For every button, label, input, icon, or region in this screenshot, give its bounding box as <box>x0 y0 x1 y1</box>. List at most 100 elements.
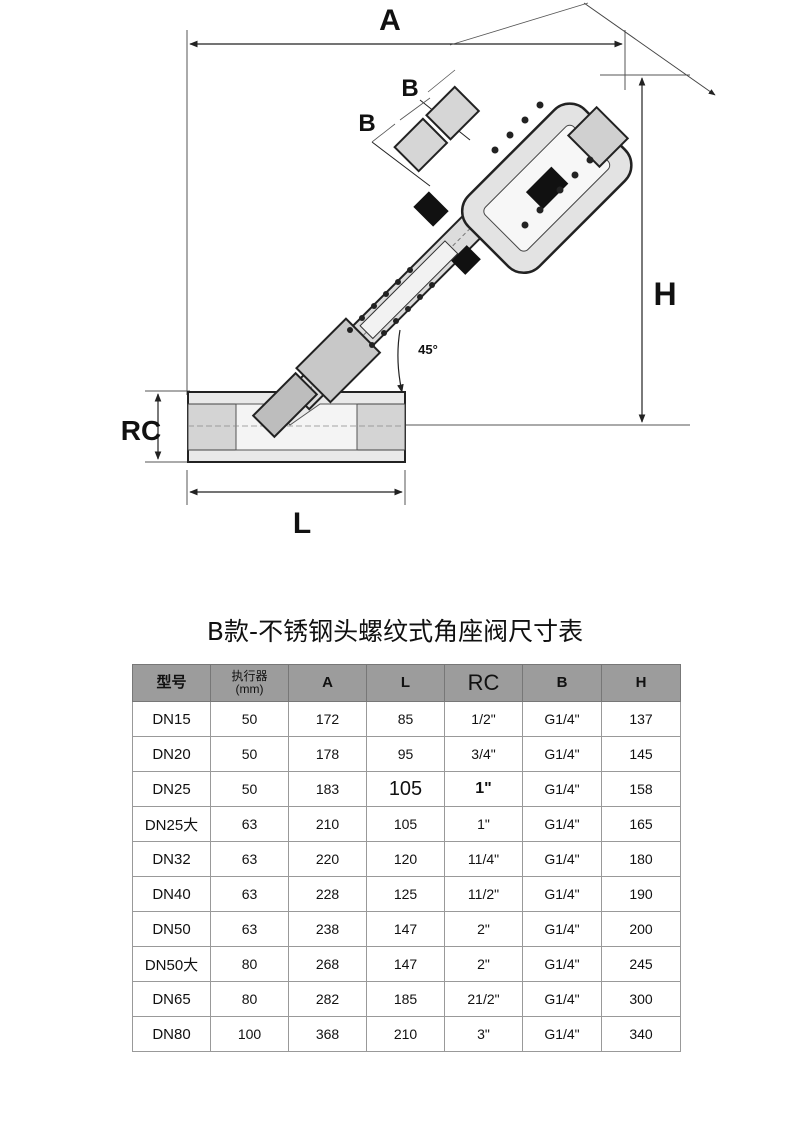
cell-model: DN15 <box>132 701 211 737</box>
valve-cross-section-drawing: A H B B RC L <box>121 2 716 540</box>
cell-b: G1/4" <box>522 981 602 1017</box>
header-model: 型号 <box>132 664 211 702</box>
cell-l: 105 <box>366 771 445 807</box>
angle-annotation: 45° <box>397 329 438 393</box>
cell-rc: 3" <box>444 1016 523 1052</box>
cell-model: DN40 <box>132 876 211 912</box>
cell-actuator: 80 <box>210 981 289 1017</box>
dimension-rc: RC <box>121 390 190 463</box>
cell-h: 340 <box>601 1016 681 1052</box>
table-title: B款-不锈钢头螺纹式角座阀尺寸表 <box>206 617 584 646</box>
dimension-rc-label: RC <box>121 415 161 446</box>
cell-rc: 1" <box>444 806 523 842</box>
cell-rc: 2" <box>444 946 523 982</box>
cell-a: 368 <box>288 1016 367 1052</box>
table-header-row: 型号 执行器 (mm) A L RC B H <box>132 664 681 702</box>
cell-a: 220 <box>288 841 367 877</box>
stem-nut <box>251 371 319 439</box>
cell-h: 145 <box>601 736 681 772</box>
cell-l: 120 <box>366 841 445 877</box>
dimension-l: L <box>186 470 406 540</box>
cell-actuator: 63 <box>210 876 289 912</box>
cell-h: 165 <box>601 806 681 842</box>
cell-a: 228 <box>288 876 367 912</box>
dimension-l-label: L <box>293 507 311 540</box>
dimension-b-top-label: B <box>401 75 418 102</box>
cell-actuator: 100 <box>210 1016 289 1052</box>
cell-h: 190 <box>601 876 681 912</box>
cell-model: DN80 <box>132 1016 211 1052</box>
cell-actuator: 50 <box>210 771 289 807</box>
cell-rc: 3/4" <box>444 736 523 772</box>
cell-model: DN20 <box>132 736 211 772</box>
cell-a: 178 <box>288 736 367 772</box>
cell-model: DN32 <box>132 841 211 877</box>
cell-h: 245 <box>601 946 681 982</box>
cell-l: 105 <box>366 806 445 842</box>
header-a: A <box>288 664 367 702</box>
cell-l: 210 <box>366 1016 445 1052</box>
cell-b: G1/4" <box>522 771 602 807</box>
cell-b: G1/4" <box>522 701 602 737</box>
cell-model: DN25 <box>132 771 211 807</box>
cell-a: 172 <box>288 701 367 737</box>
cell-model: DN50大 <box>132 946 211 982</box>
cell-l: 125 <box>366 876 445 912</box>
cell-actuator: 50 <box>210 701 289 737</box>
cell-a: 268 <box>288 946 367 982</box>
cell-rc: 11/4" <box>444 841 523 877</box>
cell-l: 147 <box>366 911 445 947</box>
cell-b: G1/4" <box>522 806 602 842</box>
dimension-b: B B <box>358 69 471 187</box>
air-port-fittings <box>393 85 481 275</box>
cell-h: 300 <box>601 981 681 1017</box>
cell-model: DN25大 <box>132 806 211 842</box>
dimension-h-label: H <box>653 276 676 312</box>
cell-rc: 11/2" <box>444 876 523 912</box>
cell-l: 95 <box>366 736 445 772</box>
cell-a: 282 <box>288 981 367 1017</box>
dimension-diagonal <box>449 2 716 96</box>
spring-coils <box>347 267 435 348</box>
cell-b: G1/4" <box>522 946 602 982</box>
cell-h: 180 <box>601 841 681 877</box>
angle-45-label: 45° <box>418 342 438 357</box>
cell-actuator: 63 <box>210 841 289 877</box>
valve-stem <box>287 168 530 411</box>
cell-a: 183 <box>288 771 367 807</box>
header-actuator: 执行器 (mm) <box>210 664 289 702</box>
cell-b: G1/4" <box>522 841 602 877</box>
header-b: B <box>522 664 602 702</box>
actuator-head <box>460 101 633 275</box>
cell-rc: 2" <box>444 911 523 947</box>
cell-h: 158 <box>601 771 681 807</box>
cell-b: G1/4" <box>522 1016 602 1052</box>
cell-b: G1/4" <box>522 876 602 912</box>
header-h: H <box>601 664 681 702</box>
cell-rc: 1/2" <box>444 701 523 737</box>
dimension-h: H <box>400 74 690 426</box>
cell-a: 238 <box>288 911 367 947</box>
dimension-b-side-label: B <box>358 110 375 137</box>
cell-l: 147 <box>366 946 445 982</box>
header-actuator-line1: 执行器 <box>231 669 268 684</box>
cell-h: 137 <box>601 701 681 737</box>
header-rc: RC <box>444 664 523 702</box>
cell-a: 210 <box>288 806 367 842</box>
cell-l: 185 <box>366 981 445 1017</box>
cell-rc: 1" <box>444 771 523 807</box>
cell-h: 200 <box>601 911 681 947</box>
header-l: L <box>366 664 445 702</box>
cell-actuator: 80 <box>210 946 289 982</box>
